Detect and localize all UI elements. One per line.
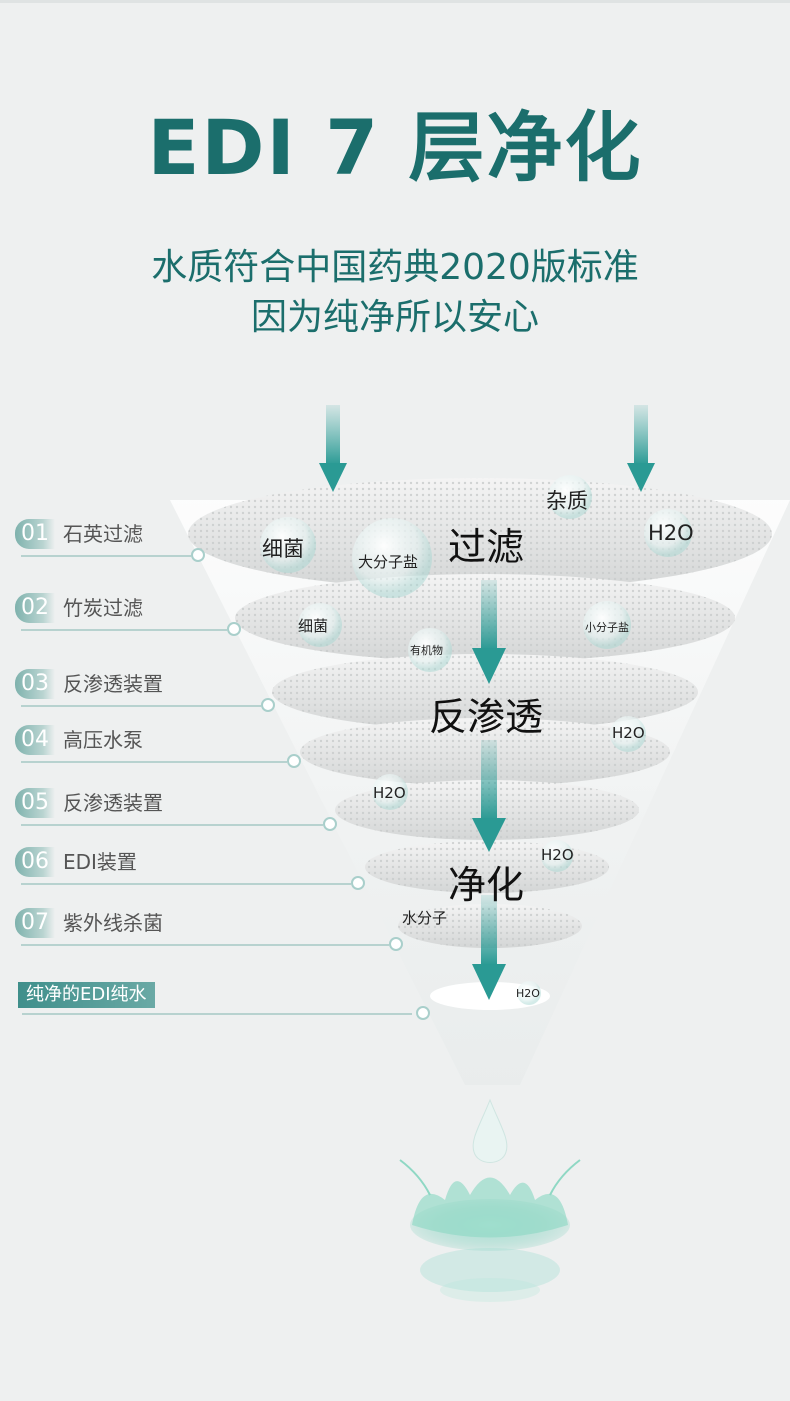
step-rule <box>21 705 261 707</box>
flow-arrows <box>472 580 506 1000</box>
particle-h2o-4: H2O <box>541 846 574 864</box>
step-label: 竹炭过滤 <box>63 596 143 620</box>
particle-bacteria-2: 细菌 <box>298 617 329 635</box>
final-water-badge: 纯净的EDI纯水 <box>18 982 155 1008</box>
particle-h2o-5: H2O <box>516 987 540 1000</box>
step-dot <box>191 548 205 562</box>
step-label: 紫外线杀菌 <box>63 911 163 935</box>
step-label: EDI装置 <box>63 850 137 874</box>
water-drop-illustration <box>399 1098 581 1302</box>
stage-label-filter: 过滤 <box>448 525 525 569</box>
final-rule <box>22 1013 412 1015</box>
particle-bubbles <box>260 475 692 1005</box>
step-label: 石英过滤 <box>63 522 143 546</box>
step-label: 反渗透装置 <box>63 791 163 815</box>
step-rule <box>21 629 227 631</box>
stage-label-ro: 反渗透 <box>429 695 544 739</box>
step-number: 04 <box>15 725 55 755</box>
subtitle-line-2: 因为纯净所以安心 <box>250 297 539 338</box>
particle-organic: 有机物 <box>410 644 443 657</box>
particle-h2o-3: H2O <box>373 784 406 802</box>
step-number: 01 <box>15 519 55 549</box>
particle-bacteria-1: 细菌 <box>262 537 304 561</box>
particle-small-salt: 小分子盐 <box>585 621 629 634</box>
final-dot <box>416 1006 430 1020</box>
step-rule <box>21 944 389 946</box>
step-rule <box>21 761 287 763</box>
page-title: EDI 7 层净化 <box>147 103 643 192</box>
step-number: 07 <box>15 908 55 938</box>
inflow-arrows <box>319 405 655 492</box>
step-label: 高压水泵 <box>63 728 143 752</box>
particle-big-salt: 大分子盐 <box>358 553 419 571</box>
step-label: 反渗透装置 <box>63 672 163 696</box>
particle-water-molecule: 水分子 <box>402 909 448 927</box>
step-dot <box>389 937 403 951</box>
stage-label-purify: 净化 <box>448 863 525 907</box>
subtitle-line-1: 水质符合中国药典2020版标准 <box>151 247 639 288</box>
step-rule <box>21 883 351 885</box>
step-dot <box>323 817 337 831</box>
particle-h2o-2: H2O <box>612 724 645 742</box>
step-dot <box>261 698 275 712</box>
particle-h2o-1: H2O <box>648 521 694 545</box>
top-divider <box>0 0 790 3</box>
step-rule <box>21 555 191 557</box>
step-number: 05 <box>15 788 55 818</box>
particle-impurity: 杂质 <box>546 489 588 513</box>
step-dot <box>287 754 301 768</box>
step-rule <box>21 824 323 826</box>
step-dot <box>351 876 365 890</box>
step-number: 06 <box>15 847 55 877</box>
step-dot <box>227 622 241 636</box>
step-number: 02 <box>15 593 55 623</box>
step-number: 03 <box>15 669 55 699</box>
